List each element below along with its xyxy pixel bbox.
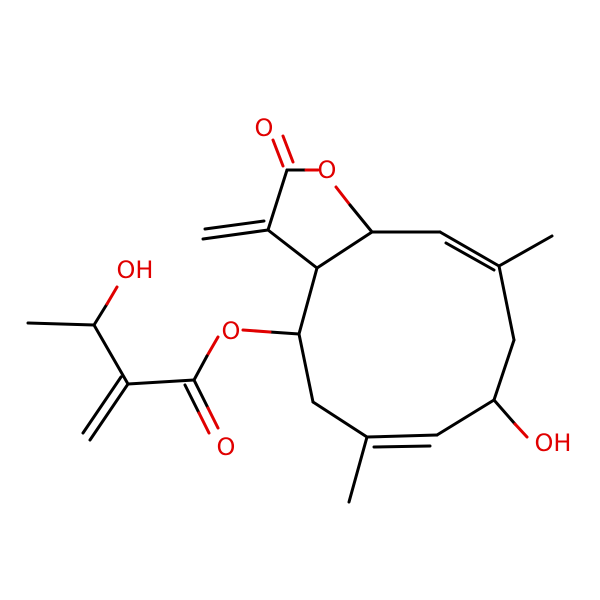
bond-c6-c5 [435, 398, 496, 437]
bond-c5-c4-double [372, 444, 432, 449]
ester-carbonyl-oxygen-label: O [217, 433, 236, 461]
bond-carbonyl-c-o-double-b [281, 134, 295, 164]
bond-c9-c8 [438, 230, 501, 268]
bond-methylene-a [201, 228, 270, 241]
bond-alpha-methylene-b [81, 375, 123, 435]
bond-c3b-c2 [297, 332, 315, 404]
hydroxyl-right-label: OH [535, 429, 572, 457]
bond-alpha-choh [92, 323, 130, 386]
ring-oxygen-label: O [318, 156, 337, 184]
atom-labels: O O O O OH OH [117, 114, 572, 461]
bond-choh-oh [92, 302, 109, 327]
bonds [26, 134, 554, 504]
bond-acyl-c-carbonyl-b-o [197, 411, 211, 435]
ester-oxygen-label: O [222, 317, 241, 345]
bond-choh-methyl [26, 321, 96, 327]
bond-choh-oh-o [105, 285, 119, 306]
bond-ring-o-c9a [334, 185, 352, 207]
bond-c5-c4 [365, 433, 439, 439]
bond-c8-c7 [497, 264, 516, 342]
bond-c3-c3a [266, 228, 319, 270]
bond-c4-c3b [311, 400, 369, 439]
bond-acyl-c-carbonyl-a-o [206, 406, 220, 430]
bond-carbonyl-c-o-double-a [271, 138, 285, 168]
carbonyl-oxygen-label: O [255, 114, 274, 142]
bond-c3a-c9a [315, 230, 374, 270]
bond-methylene-b [203, 219, 266, 231]
bond-acyl-c-carbonyl-a [192, 378, 210, 410]
bond-ester-o-acyl [205, 335, 220, 358]
bond-c8-methyl [497, 234, 554, 268]
bond-c2-c3a [297, 266, 319, 336]
bond-ring-o-c9a-b [348, 203, 374, 234]
bond-c9-c8-double [444, 241, 496, 272]
bond-acyl-ester-o [192, 354, 209, 382]
bond-c4-methyl [347, 435, 369, 504]
hydroxyl-left-label: OH [117, 256, 154, 284]
bond-acyl-c-alpha [126, 378, 196, 386]
bond-c6-oh-o [513, 422, 529, 439]
bond-c7-c6 [492, 338, 516, 402]
bond-alpha-methylene-a [88, 382, 130, 442]
bond-carbonyl-c-c3 [266, 168, 289, 232]
bond-acyl-c-carbonyl-b [183, 383, 201, 415]
bond-ester-o-c2 [241, 328, 272, 334]
bond-c6-oh [492, 398, 517, 426]
bond-c2-ester-o [268, 330, 301, 336]
